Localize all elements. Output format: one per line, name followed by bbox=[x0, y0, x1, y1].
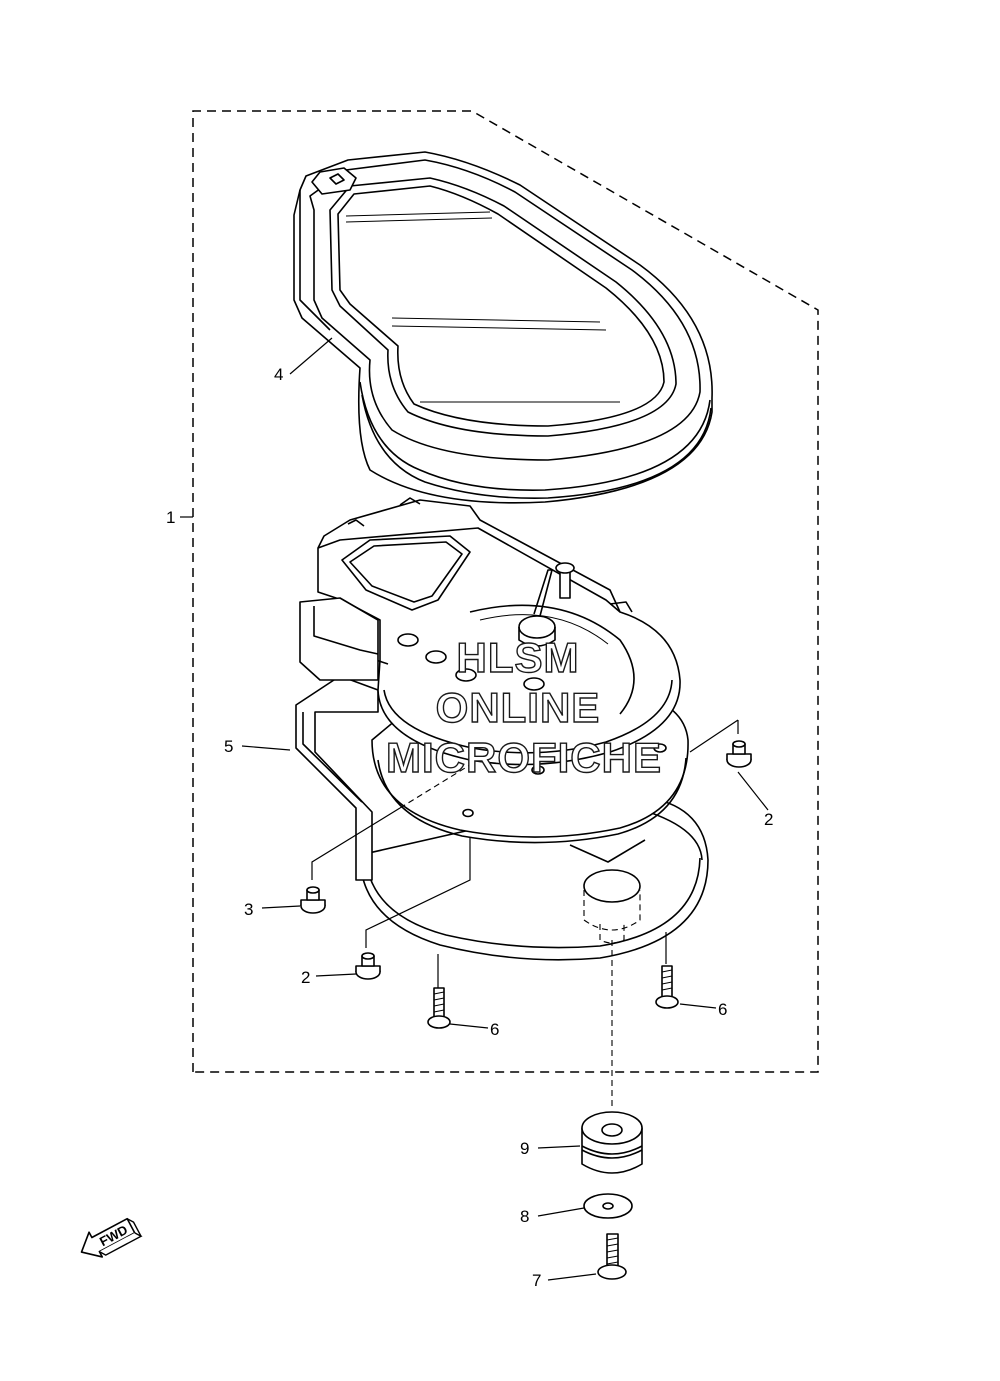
callout-4: 4 bbox=[274, 365, 283, 384]
callout-6-right: 6 bbox=[718, 1000, 727, 1019]
fwd-arrow-icon: FWD bbox=[80, 1217, 143, 1258]
watermark: HLSM ONLINE MICROFICHE bbox=[385, 633, 662, 781]
watermark-line-1: HLSM bbox=[457, 634, 580, 681]
callout-labels: 1 4 5 2 3 2 6 6 9 8 7 bbox=[166, 365, 773, 1290]
part-7-bolt bbox=[597, 1233, 627, 1280]
callout-2-right: 2 bbox=[764, 810, 773, 829]
part-3-grommet bbox=[300, 886, 326, 914]
callout-9: 9 bbox=[520, 1139, 529, 1158]
callout-2-left: 2 bbox=[301, 968, 310, 987]
part-2-grommet-right bbox=[726, 740, 752, 768]
part-4-meter-cover bbox=[293, 151, 713, 504]
callout-8: 8 bbox=[520, 1207, 529, 1226]
callout-5: 5 bbox=[224, 737, 233, 756]
callout-6-left: 6 bbox=[490, 1020, 499, 1039]
assembly-boundary bbox=[192, 110, 819, 1073]
watermark-line-2: ONLINE bbox=[436, 684, 601, 731]
callout-1: 1 bbox=[166, 508, 175, 527]
part-6-screw-right bbox=[655, 965, 679, 1009]
part-6-screw-left bbox=[427, 987, 451, 1029]
watermark-line-3: MICROFICHE bbox=[386, 734, 662, 781]
callout-3: 3 bbox=[244, 900, 253, 919]
callout-7: 7 bbox=[532, 1271, 541, 1290]
part-8-washer bbox=[583, 1193, 633, 1219]
part-9-damper bbox=[581, 1111, 643, 1174]
leader-lines bbox=[180, 337, 769, 1281]
part-5-meter-case bbox=[295, 497, 709, 961]
part-2-grommet-left bbox=[355, 952, 381, 980]
hidden-grommet bbox=[583, 890, 641, 931]
